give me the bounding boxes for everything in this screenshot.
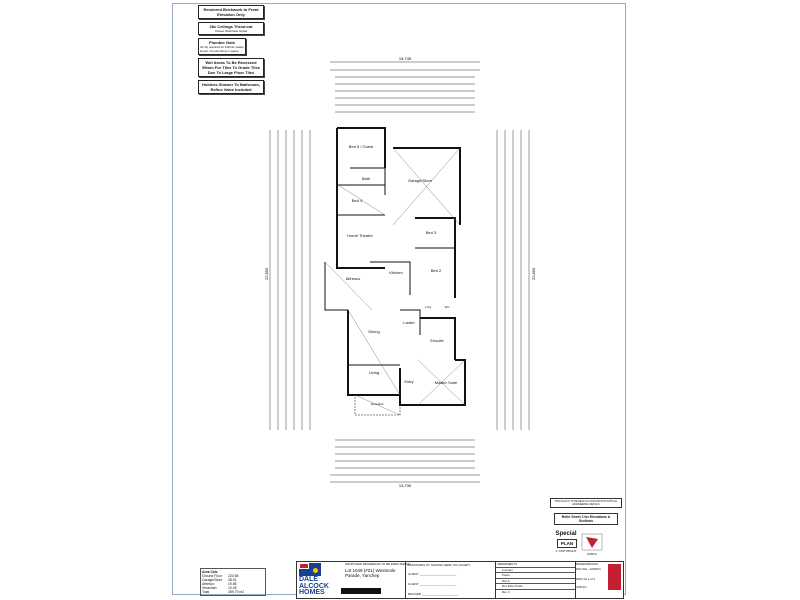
dim-right-overall: 22,850 [531, 267, 536, 280]
copyright-label: © COPYRIGHT [555, 549, 577, 553]
plan-badge-text: PLAN [560, 541, 574, 546]
drawn-panel: DRAWN/DESIGN DW-JGH - 22/05/24 DWG No 1 … [575, 562, 608, 598]
area-value: 220.58 [228, 574, 239, 578]
area-row: Garage/Store 38.91 [202, 578, 264, 582]
dim-top-overall: 15,745 [399, 56, 412, 61]
room-home-theatre: Home Theatre [347, 233, 373, 238]
refer-sheet-note: Refer Sheet 2 for Elevations & Sections [554, 513, 618, 526]
amendments-title: AMENDMENTS [497, 562, 517, 566]
room-alfresco: Alfresco [346, 276, 361, 281]
signatures-panel: SIGNATURES: BY SIGNING HERE YOU ACCEPT C… [405, 562, 496, 598]
note-hobless-shower: Hobless Shower To Bathroom, Reflux Valve… [198, 80, 264, 94]
notes-column: Rendered Brickwork to Front Elevation On… [198, 5, 264, 94]
area-value: 38.91 [228, 578, 237, 582]
walls [324, 127, 466, 416]
brand-logo: DALE ALCOCK HOMES [299, 576, 329, 596]
dim-left-overall: 22,850 [264, 267, 269, 280]
room-labels: Bed 5 / Guest Bath Garage/Store Bed 4 Ho… [346, 144, 458, 406]
note-subtext: All 4ly required for 100mm waste layout.… [200, 45, 244, 53]
room-entry: Entry [404, 379, 413, 384]
refer-sheet-text: Refer Sheet 2 for Elevations & Sections [561, 515, 611, 524]
note-text: Plumber Note [208, 40, 235, 45]
signatures-title: SIGNATURES: BY SIGNING HERE YOU ACCEPT [407, 563, 471, 567]
plan-badge: PLAN [557, 539, 577, 548]
room-bath: Bath [362, 176, 370, 181]
amendment-row: Contract [496, 566, 576, 573]
dwg-number: DWG No 1 of 3 [576, 577, 595, 581]
area-value: 10.45 [228, 586, 237, 590]
builder-label: BUILDER [408, 592, 422, 596]
area-total: Total 289.79 m2 [202, 590, 264, 594]
room-garage-store: Garage/Store [408, 178, 433, 183]
dimension-lines [269, 61, 530, 483]
note-rendered-brickwork: Rendered Brickwork to Front Elevation On… [198, 5, 264, 19]
area-label: Alfresco [202, 582, 215, 586]
client-label: CLIENT [408, 582, 419, 586]
dim-bottom-overall: 13,730 [399, 483, 412, 488]
brand-pattern [341, 588, 381, 594]
builder-signature[interactable]: BUILDER ______________________ [408, 592, 459, 596]
room-laundry: L'dry [425, 305, 432, 309]
room-bed2: Bed 2 [431, 268, 442, 273]
room-verandah: Verandah [371, 402, 384, 406]
job-number: JOB NO. [576, 584, 588, 589]
drawn-value: DW-JGH - 22/05/24 [576, 566, 601, 571]
area-label: Ground Floor [202, 574, 222, 578]
note-text: 28c Ceilings Throu'out [209, 24, 253, 29]
title-block: DALE ALCOCK HOMES PROPOSED RESIDENCE TO … [296, 561, 624, 599]
room-living: Living [369, 370, 379, 375]
special-label: Special [555, 531, 577, 537]
area-row: Alfresco 19.85 [202, 582, 264, 586]
client-signature-1[interactable]: CLIENT ______________________ [408, 572, 457, 576]
drawn-title: DRAWN/DESIGN [576, 562, 598, 566]
proposed-label: PROPOSED RESIDENCE TO BE ERECTED ON [345, 562, 411, 566]
room-dining: Dining [368, 329, 379, 334]
area-label: Verandah [202, 586, 217, 590]
brand-stripe [608, 564, 621, 590]
client-label: CLIENT [408, 572, 419, 576]
north-label: NORTH [587, 552, 596, 556]
area-label: Total [202, 590, 210, 594]
amendment-row: Rev A [496, 577, 576, 584]
room-larder: Larder [403, 320, 415, 325]
amendment-row: Prelim [496, 572, 576, 578]
room-bed4: Bed 4 [352, 198, 363, 203]
room-bed5-guest: Bed 5 / Guest [349, 144, 374, 149]
note-wet-areas: Wet Areas To Be Recessed 55mm For Tiles … [198, 58, 264, 77]
area-calc-title: Area Calc [202, 570, 218, 574]
small-note-text: THIS PLAN IS TO BE READ IN CONJUNCTION W… [554, 500, 618, 506]
flag-logo [299, 563, 321, 576]
client-signature-2[interactable]: CLIENT ______________________ [408, 582, 457, 586]
room-master-suite: Master Suite [435, 380, 458, 385]
amendment-row: Rev C [496, 588, 576, 595]
area-row: Ground Floor 220.58 [202, 574, 264, 578]
note-text: Rendered Brickwork to Front Elevation On… [203, 7, 259, 17]
small-note: THIS PLAN IS TO BE READ IN CONJUNCTION W… [550, 498, 622, 508]
note-text: Wet Areas To Be Recessed 55mm For Tiles … [202, 60, 260, 75]
address: Lot 1049 (#21) Westmole Parade, Yanchep [345, 568, 396, 578]
note-text: Hobless Shower To Bathroom, Reflux Valve… [202, 82, 260, 92]
area-label: Garage/Store [202, 578, 223, 582]
north-arrow-icon [581, 533, 603, 551]
note-subtext: Unless Otherwise Noted [214, 29, 248, 33]
area-value: 19.85 [228, 582, 237, 586]
room-kitchen: Kitchen [389, 270, 402, 275]
amendment-row: Rev B Re-Prelim [496, 583, 576, 589]
room-wc: WC [445, 305, 451, 309]
room-ensuite: Ensuite [430, 338, 444, 343]
area-row: Verandah 10.45 [202, 586, 264, 590]
room-bed3: Bed 3 [426, 230, 437, 235]
area-value: 289.79 m2 [228, 590, 245, 594]
area-calc-table: Area Calc Ground Floor 220.58 Garage/Stor… [200, 568, 266, 596]
amendments-panel: AMENDMENTS Contract Prelim Rev A Rev B R… [495, 562, 576, 598]
